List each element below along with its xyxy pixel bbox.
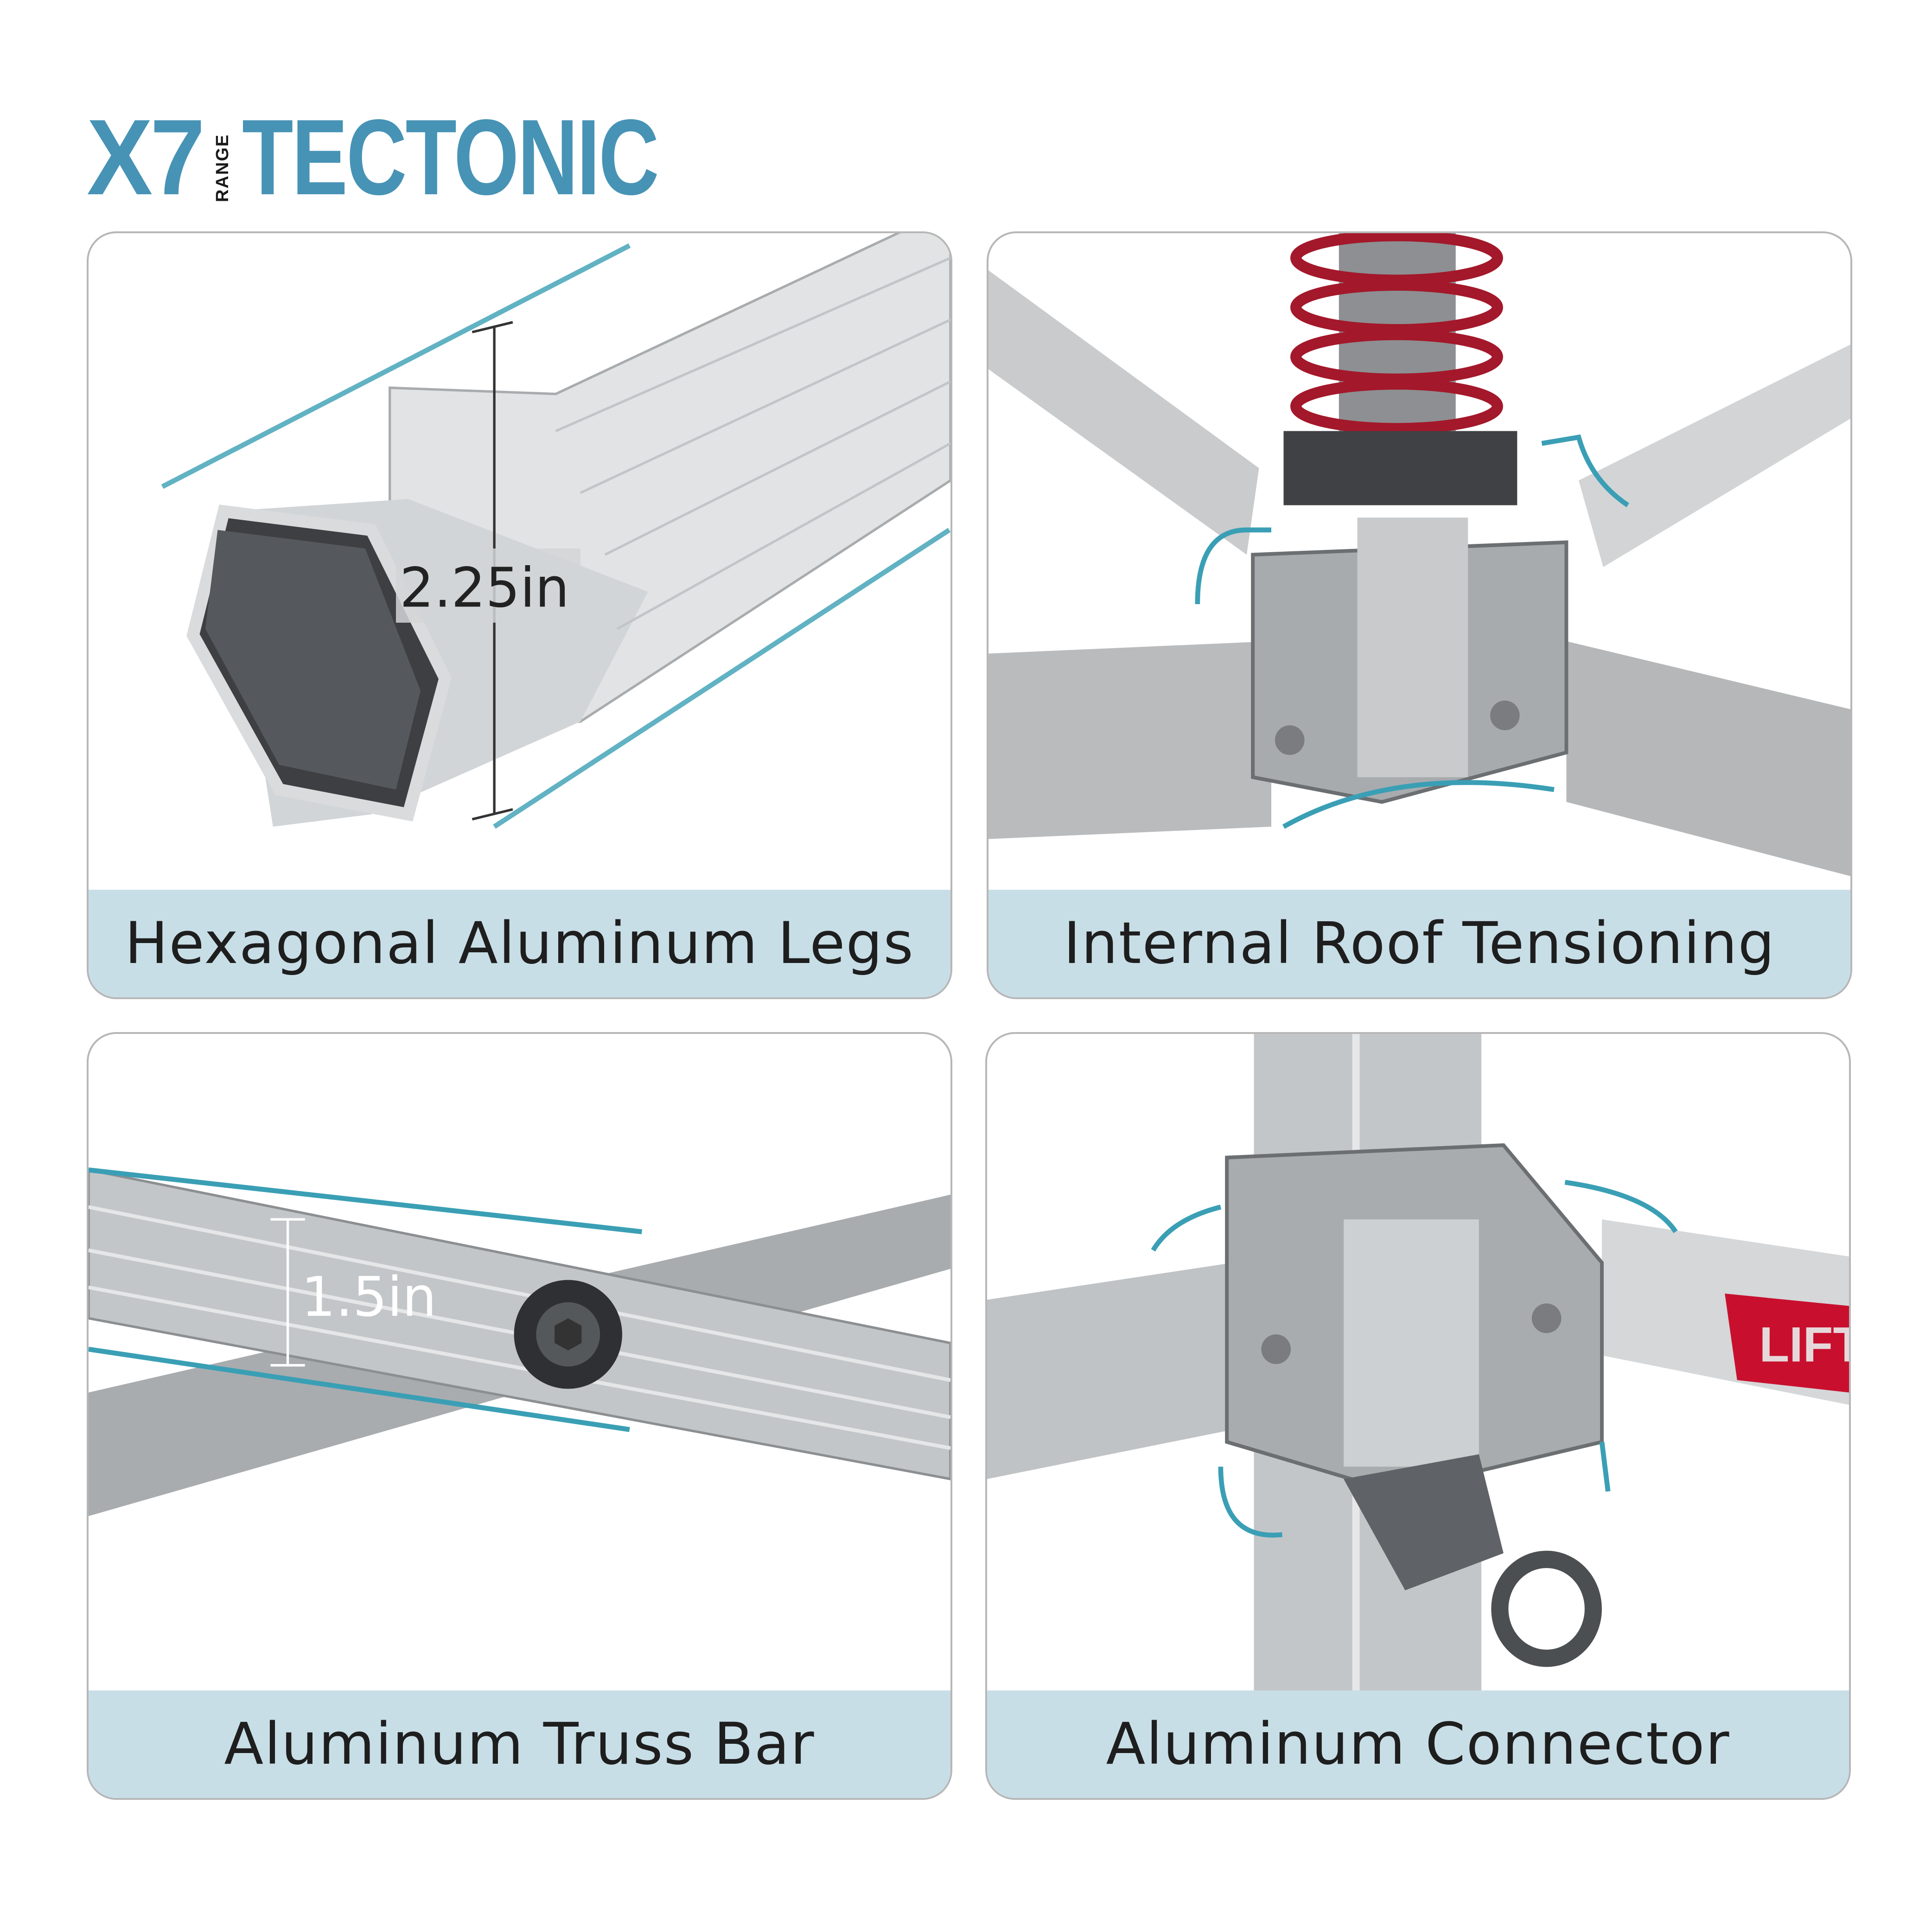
caption-hexagonal-legs: Hexagonal Aluminum Legs (89, 890, 950, 997)
connector-photo: LIFT (987, 1034, 1849, 1694)
brand-logo: X7 RANGE TECTONIC (87, 97, 775, 217)
logo-brand: TECTONIC (242, 97, 659, 217)
logo-range-label: RANGE (212, 134, 232, 202)
roof-tensioning-photo (988, 233, 1850, 876)
lift-label-text: LIFT (1759, 1317, 1849, 1372)
feature-card-connector: LIFT Aluminum Connector (985, 1032, 1851, 1800)
caption-connector: Aluminum Connector (987, 1690, 1849, 1798)
logo-model: X7 (87, 97, 205, 217)
lift-label-badge (1725, 1294, 1849, 1393)
hex-leg-photo: 2.25in (161, 233, 950, 829)
caption-roof-tensioning: Internal Roof Tensioning (988, 890, 1850, 997)
feature-card-hexagonal-legs: 2.25in Hexagonal Aluminum Legs (87, 231, 952, 999)
truss-bar-photo: 1.5in (89, 1167, 950, 1516)
feature-card-roof-tensioning: Internal Roof Tensioning (987, 231, 1852, 999)
leg-diameter-measurement: 2.25in (400, 556, 569, 619)
feature-card-truss-bar: 1.5in Aluminum Truss Bar (87, 1032, 952, 1800)
caption-truss-bar: Aluminum Truss Bar (89, 1690, 950, 1798)
truss-bar-measurement: 1.5in (301, 1265, 437, 1329)
